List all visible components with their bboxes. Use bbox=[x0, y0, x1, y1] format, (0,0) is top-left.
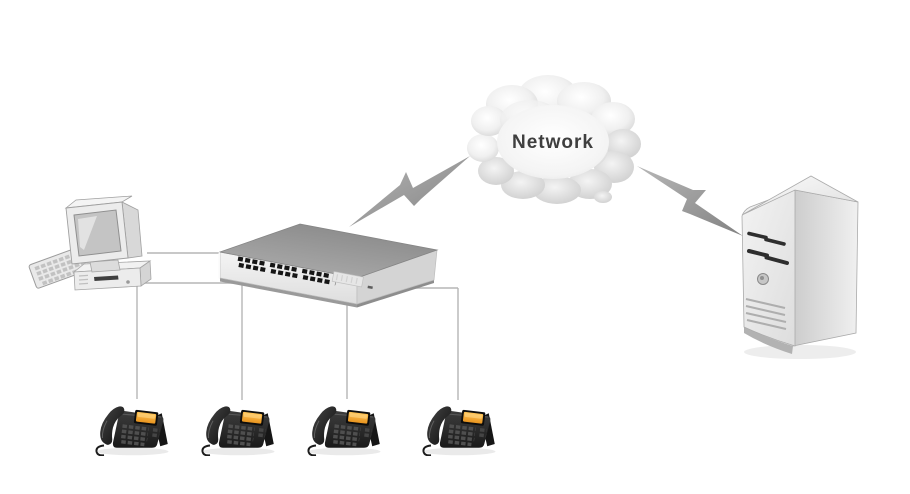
switch-ports bbox=[237, 256, 336, 286]
lightning-bolt-cloud-server bbox=[637, 166, 743, 236]
switch-label-plate bbox=[331, 271, 373, 290]
switch-left-cap bbox=[218, 252, 220, 279]
ethernet-switch bbox=[218, 223, 439, 308]
server-top-face bbox=[741, 175, 859, 216]
server-power-button bbox=[757, 273, 769, 285]
desktop-pc bbox=[28, 195, 152, 291]
server-shadow bbox=[744, 345, 856, 359]
ip-phone-1 bbox=[94, 404, 170, 456]
pc-floppy-slot bbox=[94, 275, 119, 281]
switch-top-face bbox=[218, 223, 439, 279]
server-drive-slots bbox=[747, 231, 789, 265]
ip-phone-4 bbox=[421, 404, 497, 456]
switch-base-right bbox=[357, 280, 434, 308]
server-side-face bbox=[792, 189, 859, 347]
cloud-puffs bbox=[467, 75, 641, 204]
server bbox=[741, 175, 859, 359]
server-vents bbox=[745, 298, 787, 330]
switch-base-front bbox=[220, 278, 357, 308]
cloud-label: Network bbox=[512, 132, 594, 153]
ip-phone-3 bbox=[306, 404, 382, 456]
network-cloud: Network bbox=[467, 75, 641, 204]
ip-phone-2 bbox=[200, 404, 276, 456]
pc-crt-monitor bbox=[64, 195, 143, 273]
pc-screen-glare bbox=[78, 216, 97, 250]
server-base bbox=[744, 327, 793, 354]
lightning-bolt-switch-cloud bbox=[349, 156, 470, 227]
server-front-face bbox=[741, 189, 796, 347]
